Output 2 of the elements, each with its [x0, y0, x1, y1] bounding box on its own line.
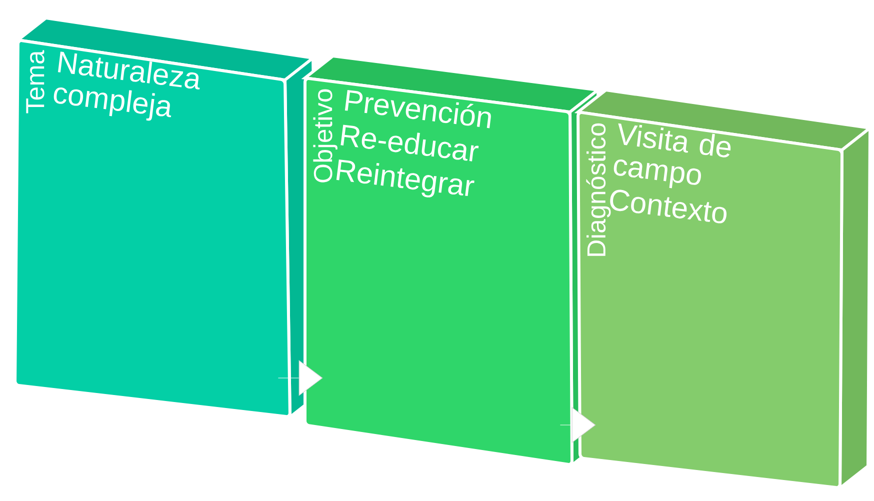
- arrow: [278, 360, 323, 396]
- arrow: [560, 407, 596, 443]
